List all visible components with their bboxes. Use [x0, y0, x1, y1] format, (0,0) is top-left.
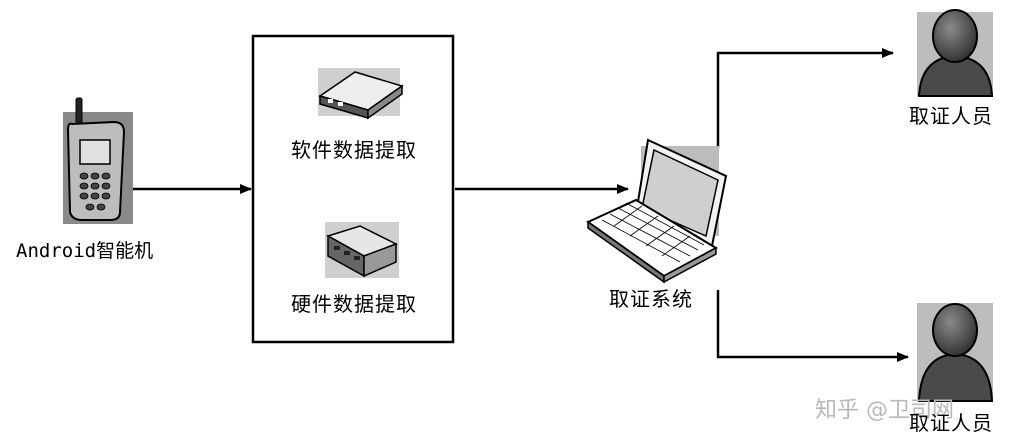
investigator-label-bottom: 取证人员	[909, 411, 993, 435]
investigator-label-top: 取证人员	[909, 104, 993, 128]
router-device-icon	[318, 68, 404, 120]
switch-device-icon	[325, 222, 399, 278]
arrow-system-to-investigator-bottom	[716, 290, 909, 362]
person-icon	[917, 303, 994, 402]
phone-label: Android智能机	[16, 240, 154, 262]
arrow-system-to-investigator-top	[716, 48, 894, 148]
watermark: 知乎 @卫司网	[815, 398, 954, 423]
software-extraction-label: 软件数据提取	[291, 138, 417, 162]
laptop-icon	[586, 138, 728, 284]
forensic-system-label: 取证系统	[609, 287, 693, 311]
person-icon	[917, 9, 994, 97]
hardware-extraction-label: 硬件数据提取	[291, 292, 417, 316]
extraction-box	[251, 34, 455, 344]
mobile-phone-icon	[63, 97, 133, 224]
